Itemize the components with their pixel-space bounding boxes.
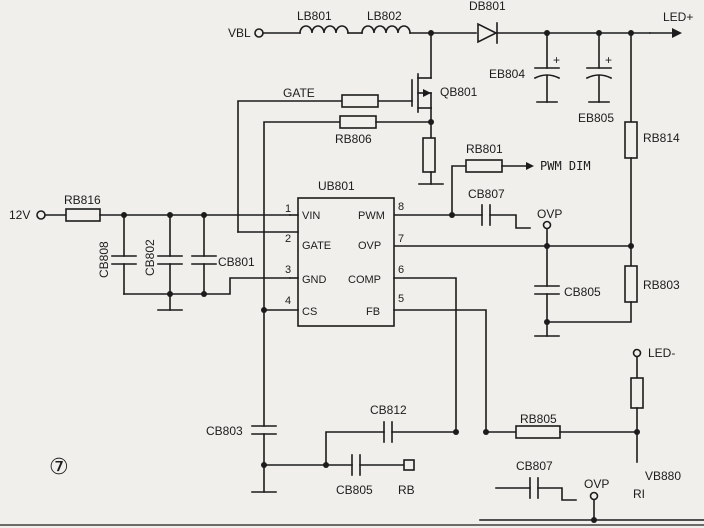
pin-gate-name: GATE: [302, 240, 331, 252]
stray-label: RI: [633, 487, 645, 501]
rb801-label: RB801: [466, 142, 503, 156]
rb-bottom-resistor: [403, 459, 415, 471]
rb805-label: RB805: [520, 412, 557, 426]
vbl-terminal: [254, 28, 264, 38]
cb808-label: CB808: [97, 241, 111, 278]
rb803-label: RB803: [643, 278, 680, 292]
qb801-mosfet: QB801: [377, 32, 478, 139]
pin-fb-name: FB: [366, 306, 380, 318]
gate-label: GATE: [283, 86, 315, 100]
ovp-top-label: OVP: [537, 207, 562, 221]
top-power-rail: VBL LB801 LB802 DB801 LED+: [228, 0, 693, 44]
rb806-label: RB806: [335, 132, 372, 146]
pin-6-num: 6: [398, 264, 404, 276]
ovp-bottom-label: OVP: [584, 477, 609, 491]
cb807-top: CB807 OVP: [393, 187, 562, 247]
cb801-label: CB801: [218, 255, 255, 269]
led-plus-arrow-icon: [672, 28, 682, 38]
ovp-divider: RB814 RB803 CB805: [393, 32, 680, 337]
page-marker-glyph: ⑦: [49, 455, 69, 480]
rb806-resistor: [339, 115, 377, 129]
ub801-label: UB801: [318, 179, 355, 193]
svg-text:+: +: [553, 53, 560, 67]
ub801-body: [297, 197, 395, 327]
pin-8-num: 8: [398, 201, 404, 213]
pin-pwm-name: PWM: [358, 210, 385, 222]
rb805-resistor: [515, 425, 561, 439]
pwm-dim-arrow-icon: [526, 162, 534, 170]
led-minus-terminal: [632, 348, 642, 358]
pin-gnd-name: GND: [302, 274, 327, 286]
eb805-label: EB805: [578, 111, 614, 125]
bottom-compensation: CB803 CB812 CB805 RB: [206, 309, 457, 497]
pin-vin-name: VIN: [302, 210, 320, 222]
pin-cs-name: CS: [302, 306, 317, 318]
pin-5-num: 5: [398, 293, 404, 305]
v12-label: 12V: [9, 208, 30, 222]
rb816-resistor: [65, 208, 101, 222]
cb812-label: CB812: [370, 403, 407, 417]
pin-comp-name: COMP: [348, 274, 381, 286]
pin-3-num: 3: [285, 264, 291, 276]
lb801-label: LB801: [297, 9, 332, 23]
rb816-label: RB816: [64, 193, 101, 207]
lb802-inductor: [361, 25, 411, 34]
db801-label: DB801: [469, 0, 506, 13]
pin-ovp-name: OVP: [358, 240, 381, 252]
gate-resistor: [341, 94, 379, 108]
lb802-label: LB802: [367, 9, 402, 23]
pin-4-num: 4: [285, 295, 291, 307]
pwm-dim-net: RB801 PWM DIM: [451, 142, 591, 216]
ic-ub801: UB801 1 VIN 2 GATE 3 GND 4 CS 8 PWM 7 OV…: [237, 179, 404, 327]
pin-1-num: 1: [285, 203, 291, 215]
cb807-top-label: CB807: [468, 187, 505, 201]
db801-diode: [477, 22, 498, 44]
cb805-right-label: CB805: [564, 285, 601, 299]
output-capacitors: + EB804 + EB805: [489, 32, 614, 125]
rb814-label: RB814: [643, 131, 680, 145]
rb814-resistor: [624, 121, 638, 159]
cb803-label: CB803: [206, 424, 243, 438]
rb801-resistor: [465, 159, 503, 173]
cb807-bottom-label: CB807: [516, 459, 553, 473]
comp-fb-nets: RB805: [393, 277, 640, 439]
page-marker: ⑦: [49, 455, 69, 480]
gate-net: GATE: [237, 86, 379, 233]
led-minus-label: LED-: [648, 346, 675, 360]
vb880-resistor: [630, 377, 644, 409]
cb805-bottom-label: CB805: [336, 483, 373, 497]
pin-2-num: 2: [285, 233, 291, 245]
cs-net: RB806: [263, 115, 444, 311]
sense-resistor: [422, 137, 436, 173]
lb801-inductor: [299, 25, 349, 34]
rb803-resistor: [624, 265, 638, 303]
vb880-label: VB880: [645, 469, 681, 483]
v12-terminal: [36, 210, 46, 220]
svg-text:+: +: [605, 53, 612, 67]
vbl-label: VBL: [228, 26, 251, 40]
cb802-label: CB802: [143, 239, 157, 276]
vin-input: 12V RB816 CB808 CB802 CB801: [9, 193, 291, 311]
qb801-label: QB801: [440, 85, 478, 99]
led-plus-label: LED+: [663, 10, 693, 24]
eb804-label: EB804: [489, 67, 525, 81]
rb-bottom-label: RB: [398, 483, 415, 497]
pin-7-num: 7: [398, 233, 404, 245]
led-minus-net: LED- VB880 RI: [630, 346, 681, 501]
pwm-dim-label: PWM DIM: [540, 159, 591, 173]
cb807-bottom: CB807 OVP: [479, 459, 704, 523]
